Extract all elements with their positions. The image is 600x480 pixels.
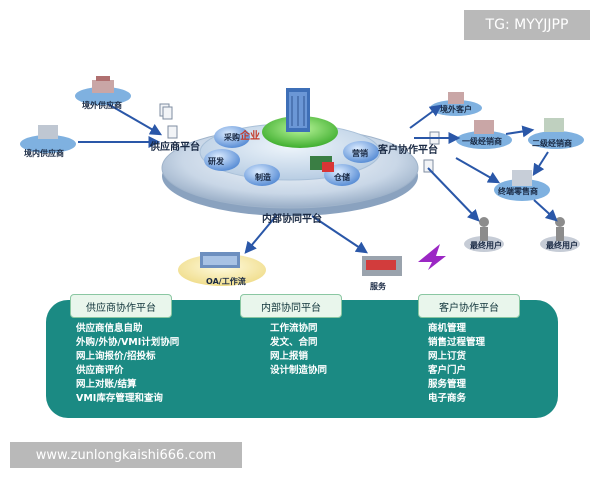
ring-warehouse-label: 仓储 — [334, 173, 350, 182]
ring-rd-label: 研发 — [208, 157, 224, 166]
arrow-end-user-1 — [427, 167, 480, 222]
ring-marketing-label: 营销 — [352, 149, 368, 158]
customer-platform-label: 客户协作平台 — [378, 145, 438, 156]
foreign-customer-label: 境外客户 — [440, 105, 472, 114]
list-item: 网上订货 — [428, 351, 467, 362]
ball-purchase — [214, 126, 250, 148]
terminal-retailer-node — [494, 179, 550, 201]
tab-supplier-collaboration: 供应商协作平台 — [70, 294, 172, 318]
end-user-2-node — [540, 236, 580, 252]
internal-capability-list: 工作流协同 发文、合同 网上报销 设计制造协同 — [270, 322, 327, 378]
internal-platform-label: 内部协同平台 — [262, 214, 322, 225]
capability-panel — [46, 300, 558, 418]
tab-internal-collaboration: 内部协同平台 — [240, 294, 342, 318]
end-user-1-node — [464, 236, 504, 252]
arrow-level2 — [505, 125, 535, 138]
list-item: 服务管理 — [428, 379, 467, 390]
list-item: 客户门户 — [428, 365, 467, 376]
list-item: 网上对账/结算 — [76, 379, 137, 390]
ball-marketing — [343, 141, 379, 163]
foreign-supplier-node — [75, 87, 131, 105]
supplier-capability-list: 供应商信息自助 外购/外协/VMI计划协同 网上询报价/招投标 供应商评价 网上… — [76, 322, 179, 406]
arrow-service — [311, 215, 368, 254]
arrow-retailer — [455, 157, 501, 184]
end-user-2-label: 最终用户 — [546, 241, 578, 250]
list-item: VMI库存管理和查询 — [76, 393, 163, 404]
ball-manufacture — [244, 164, 280, 186]
watermark-url: www.zunlongkaishi666.com — [10, 442, 242, 468]
arrow-foreign-supplier — [107, 103, 163, 136]
list-item: 外购/外协/VMI计划协同 — [76, 337, 180, 348]
end-user-1-label: 最终用户 — [470, 241, 502, 250]
list-item: 工作流协同 — [270, 323, 318, 334]
level1-distributor-node — [456, 131, 512, 149]
oa-workflow-label: OA/工作流 — [206, 277, 246, 286]
foreign-supplier-label: 境外供应商 — [82, 101, 122, 110]
arrow-oa — [244, 215, 277, 254]
domestic-supplier-label: 境内供应商 — [24, 149, 64, 158]
list-item: 发文、合同 — [270, 337, 318, 348]
supplier-platform-label: 供应商平台 — [150, 142, 200, 153]
level2-distributor-label: 二级经销商 — [532, 139, 572, 148]
domestic-supplier-node — [20, 135, 76, 153]
level2-distributor-node — [528, 131, 584, 149]
list-item: 供应商评价 — [76, 365, 124, 376]
customer-capability-list: 商机管理 销售过程管理 网上订货 客户门户 服务管理 电子商务 — [428, 322, 485, 406]
arrow-foreign-customer — [409, 104, 442, 129]
list-item: 设计制造协同 — [270, 365, 328, 376]
ring-manufacture-label: 制造 — [255, 173, 271, 182]
list-item: 电子商务 — [428, 393, 467, 404]
purple-arrow-icon — [418, 244, 446, 270]
list-item: 供应商信息自助 — [76, 323, 143, 334]
watermark-tag: TG: MYYJJPP — [464, 10, 590, 40]
list-item: 网上报销 — [270, 351, 309, 362]
arrow-end-user-2 — [533, 199, 558, 222]
ball-rd — [204, 149, 240, 171]
terminal-retailer-label: 终端零售商 — [498, 187, 538, 196]
diagram-canvas — [20, 76, 584, 286]
level1-distributor-label: 一级经销商 — [462, 137, 502, 146]
arrow-retailer-2 — [532, 151, 549, 177]
ring-purchase-label: 采购 — [224, 133, 240, 142]
foreign-customer-node — [430, 100, 482, 116]
list-item: 销售过程管理 — [428, 337, 486, 348]
service-label: 服务 — [370, 282, 386, 291]
tab-customer-collaboration: 客户协作平台 — [418, 294, 520, 318]
list-item: 网上询报价/招投标 — [76, 351, 156, 362]
list-item: 商机管理 — [428, 323, 467, 334]
enterprise-label: 企业 — [240, 131, 260, 142]
